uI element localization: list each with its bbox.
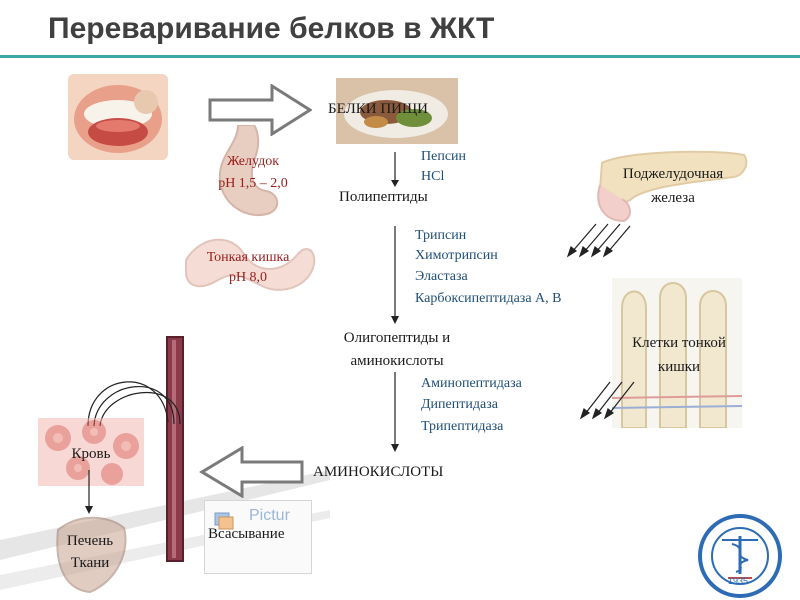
pancreas-secretion-arrows bbox=[566, 223, 631, 258]
intestinal-cells-label-line2: кишки bbox=[657, 359, 701, 375]
picture-placeholder-text: Pictur bbox=[249, 507, 290, 524]
enzyme-pepsin: Пепсин bbox=[421, 149, 467, 164]
pancreas-label-line2: железа bbox=[651, 190, 695, 206]
small-intestine-ph: pH 8,0 bbox=[228, 270, 268, 285]
enzyme-trypsin: Трипсин bbox=[415, 228, 467, 243]
liver-label-line1: Печень bbox=[66, 533, 114, 549]
small-intestine-image bbox=[182, 230, 320, 302]
stomach-label: Желудок bbox=[226, 154, 280, 169]
node-food-proteins: БЕЛКИ ПИЩИ bbox=[328, 101, 428, 117]
pancreas-label-line1: Поджелудочная bbox=[622, 166, 724, 182]
stomach-ph: pH 1,5 – 2,0 bbox=[218, 176, 288, 191]
arrow-to-polypeptides bbox=[391, 152, 399, 187]
node-amino-acids: АМИНОКИСЛОТЫ bbox=[313, 464, 444, 480]
picture-placeholder: Pictur bbox=[204, 500, 312, 574]
blood-label: Кровь bbox=[71, 446, 111, 462]
university-seal-logo bbox=[698, 514, 782, 598]
absorption-label: Всасывание bbox=[208, 526, 285, 542]
picture-placeholder-icon bbox=[214, 512, 234, 530]
liver-image bbox=[50, 510, 130, 598]
enzyme-elastase: Эластаза bbox=[415, 269, 468, 284]
intake-arrow bbox=[208, 84, 312, 136]
enzyme-hcl: HCl bbox=[421, 169, 445, 184]
enzyme-carboxypeptidase: Карбоксипептидаза А, В bbox=[415, 291, 562, 306]
blood-vessel-highlight bbox=[172, 340, 176, 558]
blood-image bbox=[38, 418, 144, 486]
arrow-to-amino-acids bbox=[391, 372, 399, 452]
stomach-image bbox=[208, 125, 286, 225]
enzyme-tripeptidase: Трипептидаза bbox=[421, 419, 504, 434]
intestine-secretion-arrows bbox=[579, 381, 635, 420]
logo-year: 1935 bbox=[728, 576, 749, 586]
absorption-arrow bbox=[199, 446, 304, 498]
liver-label-line2: Ткани bbox=[70, 555, 110, 571]
arrow-to-liver bbox=[85, 470, 93, 514]
node-oligopeptides-line1: Олигопептиды и bbox=[343, 330, 451, 346]
arrow-to-oligopeptides bbox=[391, 226, 399, 324]
page-title: Переваривание белков в ЖКТ bbox=[48, 12, 495, 45]
transport-arcs bbox=[87, 381, 181, 427]
pancreas-image bbox=[594, 145, 752, 225]
node-polypeptides: Полипептиды bbox=[339, 189, 428, 205]
node-oligopeptides-line2: аминокислоты bbox=[350, 353, 444, 369]
intestinal-cells-label-line1: Клетки тонкой bbox=[632, 335, 726, 351]
enzyme-dipeptidase: Дипептидаза bbox=[421, 397, 498, 412]
enzyme-chymotrypsin: Химотрипсин bbox=[415, 248, 498, 263]
intestinal-cells-image bbox=[612, 278, 742, 428]
title-divider bbox=[0, 55, 800, 58]
food-image bbox=[336, 78, 458, 144]
mouth-image bbox=[68, 74, 168, 160]
enzyme-aminopeptidase: Аминопептидаза bbox=[421, 376, 522, 391]
small-intestine-label: Тонкая кишка bbox=[206, 250, 290, 265]
